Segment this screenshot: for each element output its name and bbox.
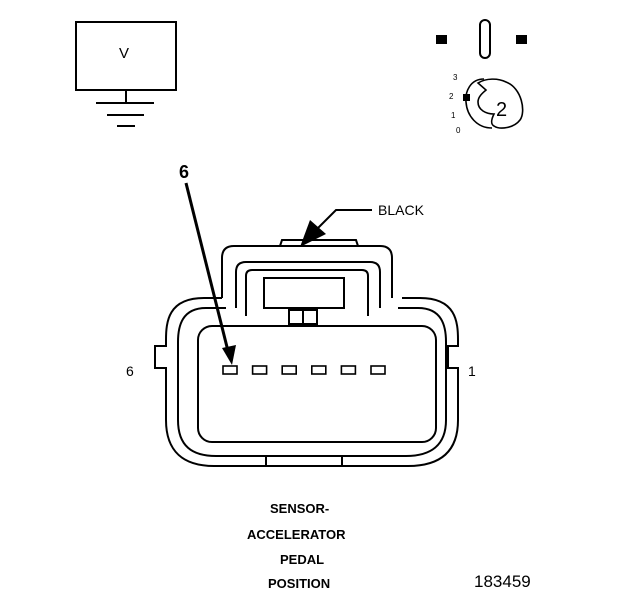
callout-arrow-head [222,345,236,365]
dial-tick-2: 2 [449,92,454,101]
pin-label-right: 1 [468,363,476,379]
caption-line-1: SENSOR- [270,501,330,516]
connector-pins [222,365,386,375]
caption-line-2: ACCELERATOR [247,527,346,542]
selector-icon [436,19,527,59]
color-leader-line [317,209,372,229]
dial-tick-1: 1 [451,111,456,120]
pin-callout-number: 6 [179,162,190,182]
selector-right-square [516,35,527,44]
voltmeter-label: V [119,45,130,62]
connector-outer-shell [154,297,459,467]
terminal-pin-2 [340,365,357,375]
latch-top-ridge [279,239,359,247]
connector-color-label: BLACK [378,202,424,218]
dial-outer-arc [465,78,493,129]
selector-slot [479,19,491,59]
terminal-pin-1 [370,365,386,375]
caption-line-4: POSITION [268,576,331,591]
voltmeter-symbol [75,21,177,127]
connector-inner-shell [177,307,447,457]
terminal-pin-6 [222,365,238,375]
dial-tick-0: 0 [456,126,461,135]
latch-window [263,277,345,309]
latch-tab [245,269,369,316]
caption-line-3: PEDAL [280,552,325,567]
selector-left-square [436,35,447,44]
pin-label-left: 6 [126,363,134,379]
pin-callout-arrow [184,182,236,365]
dial-position-value: 2 [496,99,508,121]
connector-housing [154,239,459,467]
dial-tick-3: 3 [453,73,458,82]
color-callout-arrow [300,209,372,247]
terminal-pin-4 [281,365,298,375]
terminal-pin-3 [310,365,327,375]
terminal-pin-5 [251,365,268,375]
figure-number: 183459 [474,572,531,591]
dial-switch-icon [463,78,524,129]
latch-inner-frame [235,261,381,308]
dial-marker [463,94,470,101]
latch-outer [221,245,393,298]
dial-knob [476,78,524,129]
terminal-cavity [197,325,437,443]
